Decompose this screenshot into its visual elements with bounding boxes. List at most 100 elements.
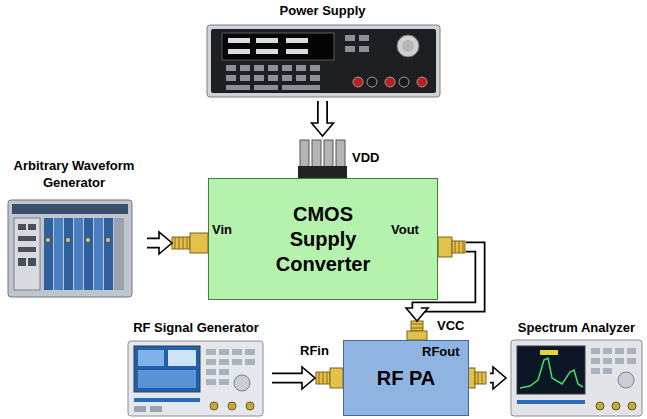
awg-illustration-part bbox=[86, 238, 90, 242]
power-supply-illustration-part bbox=[240, 65, 250, 71]
signal-label: RFin bbox=[300, 343, 329, 358]
coax-connector-part bbox=[327, 372, 328, 384]
power-supply-illustration-part bbox=[399, 77, 409, 87]
rf-signal-generator-illustration-part bbox=[134, 398, 200, 402]
rf-signal-generator-illustration-part bbox=[219, 359, 229, 365]
power-supply-illustration-part bbox=[367, 77, 377, 87]
rf-signal-generator-illustration-part bbox=[206, 379, 216, 385]
power-supply-illustration-part bbox=[282, 75, 292, 81]
awg-illustration bbox=[8, 200, 132, 297]
arrow-joint bbox=[319, 122, 327, 125]
spectrum-analyzer-illustration-part bbox=[591, 358, 600, 364]
signal-label: RFout bbox=[422, 344, 460, 359]
awg-illustration-part bbox=[14, 218, 40, 290]
spectrum-analyzer-illustration-part bbox=[517, 346, 585, 394]
spectrum-analyzer-illustration-part bbox=[603, 368, 612, 374]
rf-signal-generator-illustration-part bbox=[168, 350, 196, 366]
rf-signal-generator-illustration-part bbox=[232, 349, 242, 355]
block-name: RF PA bbox=[351, 366, 461, 391]
rf-signal-generator-illustration-part bbox=[138, 370, 196, 388]
spectrum-analyzer-illustration-part bbox=[618, 372, 634, 388]
coax-connector bbox=[172, 233, 208, 253]
power-supply-illustration-part bbox=[359, 35, 369, 41]
arrow-shaft-fill bbox=[147, 239, 159, 247]
coax-connector bbox=[407, 321, 427, 340]
awg-illustration-part bbox=[54, 218, 63, 290]
signal-label: Vin bbox=[212, 222, 232, 237]
coax-connector-part bbox=[407, 331, 427, 340]
rf-signal-generator-illustration-part bbox=[210, 402, 218, 410]
pin-header-part bbox=[336, 140, 345, 170]
pin-header-part bbox=[300, 140, 309, 170]
rf-signal-generator-illustration-part bbox=[138, 350, 164, 366]
instrument-block: RF Signal Generator bbox=[122, 320, 270, 417]
rf-signal-generator-illustration-part bbox=[206, 349, 216, 355]
awg-illustration-part bbox=[8, 200, 132, 297]
awg-illustration-part bbox=[46, 238, 50, 242]
spectrum-analyzer-illustration-part bbox=[615, 348, 624, 354]
awg-illustration-part bbox=[28, 224, 36, 230]
instrument-name: RF Signal Generator bbox=[122, 320, 270, 337]
rf-signal-generator-illustration-part bbox=[206, 359, 216, 365]
power-supply-illustration-part bbox=[254, 65, 264, 71]
rf-signal-generator-illustration-part bbox=[219, 369, 229, 375]
arrow-head bbox=[493, 367, 506, 389]
spectrum-analyzer-illustration-part bbox=[540, 350, 558, 355]
coax-connector-part bbox=[187, 237, 188, 249]
power-supply-illustration-part bbox=[222, 33, 334, 60]
power-supply-illustration-part bbox=[254, 85, 278, 90]
arrow-head bbox=[159, 232, 172, 254]
spectrum-analyzer-illustration-part bbox=[627, 358, 636, 364]
signal-label: Vout bbox=[391, 222, 419, 237]
rf-signal-generator-illustration-part bbox=[206, 369, 216, 375]
hollow-arrow bbox=[272, 367, 315, 389]
spectrum-analyzer-illustration-part bbox=[628, 402, 636, 410]
instrument-name: Arbitrary Waveform Generator bbox=[4, 158, 144, 192]
coax-connector-part bbox=[330, 368, 343, 388]
power-supply-illustration-part bbox=[359, 46, 369, 52]
awg-illustration-part bbox=[64, 218, 73, 290]
power-supply-illustration-part bbox=[310, 65, 320, 71]
signal-label: VCC bbox=[437, 318, 464, 333]
power-supply-illustration-part bbox=[417, 77, 427, 87]
spectrum-analyzer-illustration-part bbox=[615, 358, 624, 364]
awg-illustration-part bbox=[18, 236, 36, 241]
power-supply-illustration-part bbox=[226, 65, 236, 71]
hollow-arrow bbox=[147, 232, 172, 254]
awg-illustration-part bbox=[74, 218, 83, 290]
power-supply-illustration-part bbox=[345, 35, 355, 41]
rf-signal-generator-illustration-part bbox=[134, 346, 200, 392]
rf-signal-generator-illustration-part bbox=[245, 359, 255, 365]
arrow-shaft-outline bbox=[147, 238, 159, 249]
rf-signal-generator-illustration-part bbox=[128, 341, 263, 416]
coax-connector-part bbox=[411, 324, 423, 325]
instrument-name: Spectrum Analyzer bbox=[508, 320, 645, 337]
awg-illustration-part bbox=[18, 224, 26, 230]
pin-header-part bbox=[324, 140, 333, 170]
rf-signal-generator-illustration-part bbox=[228, 402, 236, 410]
instrument-name: Power Supply bbox=[200, 3, 445, 20]
awg-illustration-part bbox=[12, 204, 128, 214]
power-supply-illustration-part bbox=[268, 75, 278, 81]
awg-illustration-part bbox=[94, 218, 103, 290]
arrow-head bbox=[312, 123, 334, 136]
spectrum-analyzer-illustration-part bbox=[603, 358, 612, 364]
power-supply-illustration-part bbox=[226, 75, 236, 81]
power-supply-illustration-part bbox=[211, 29, 436, 93]
spectrum-analyzer-illustration-part bbox=[591, 368, 600, 374]
power-supply-illustration-part bbox=[296, 75, 306, 81]
coax-connector-part bbox=[475, 372, 486, 384]
coax-connector-part bbox=[455, 241, 456, 253]
power-supply-illustration-part bbox=[282, 65, 292, 71]
coax-connector-part bbox=[452, 241, 465, 253]
power-supply-illustration-part bbox=[256, 38, 278, 43]
power-supply-illustration-part bbox=[228, 49, 250, 54]
power-supply-illustration-part bbox=[282, 85, 320, 90]
coax-connector-part bbox=[323, 372, 324, 384]
hollow-arrow bbox=[312, 101, 334, 136]
rf-signal-generator-illustration-part bbox=[150, 406, 162, 412]
coax-connector-part bbox=[459, 241, 460, 253]
power-supply-illustration-part bbox=[207, 25, 440, 97]
awg-illustration-part bbox=[84, 218, 93, 290]
coax-connector-part bbox=[438, 237, 452, 257]
